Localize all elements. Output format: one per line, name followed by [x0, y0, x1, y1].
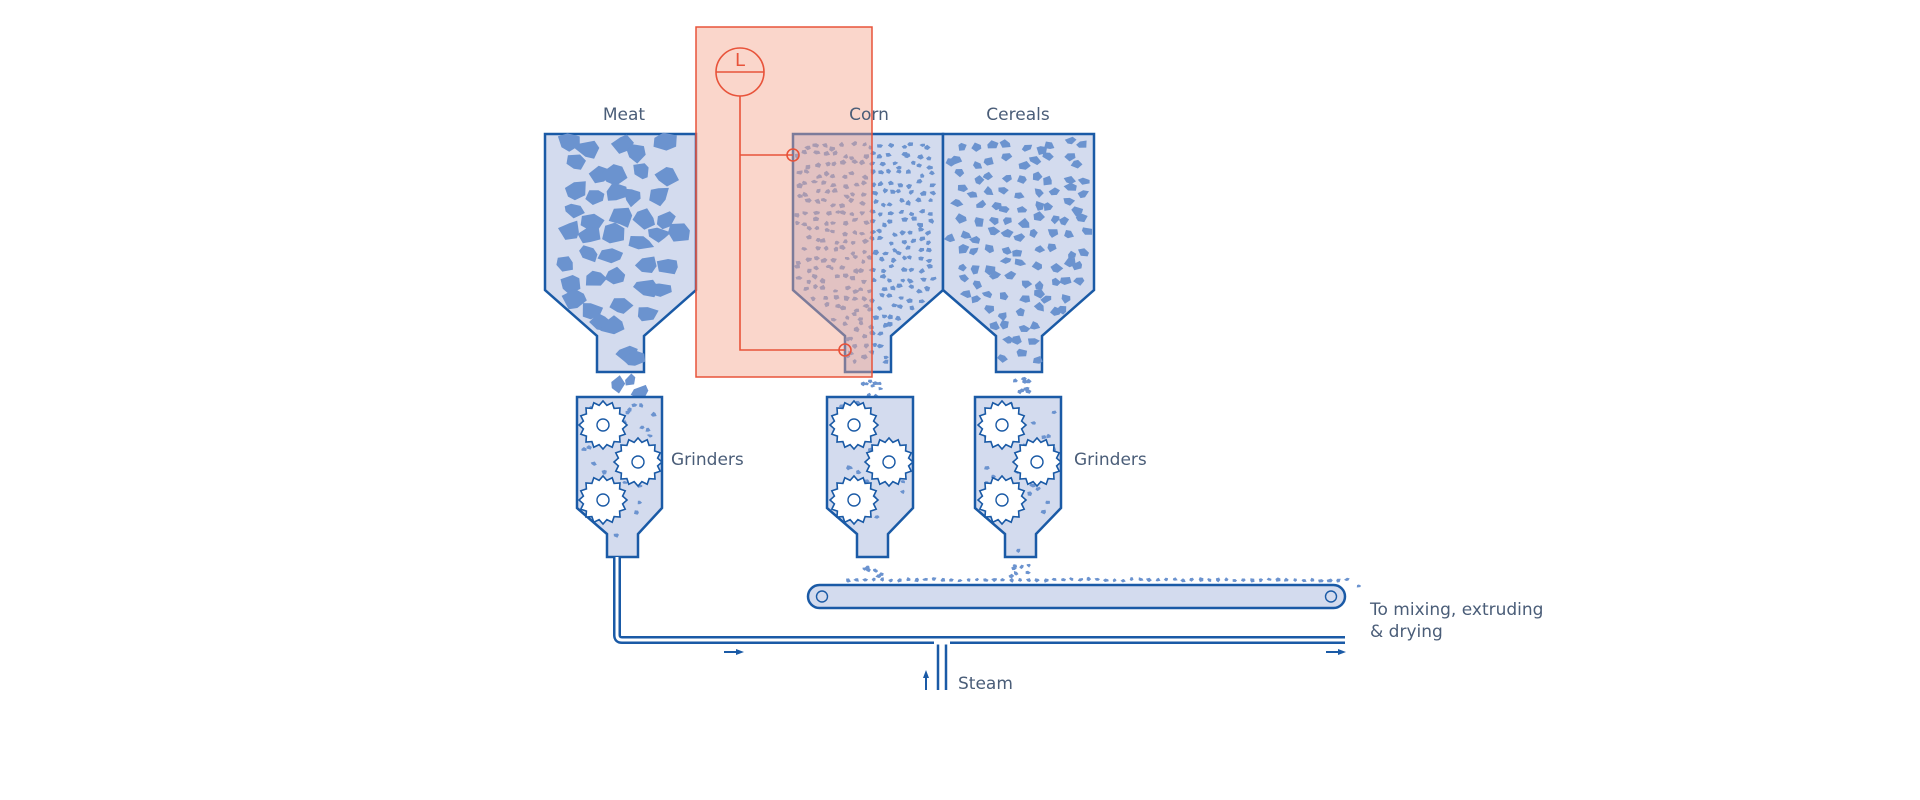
cereals-bin: [941, 132, 1096, 374]
label-meat: Meat: [603, 105, 646, 125]
meat-bin: [543, 132, 698, 374]
flow-arrow-icon: [1326, 649, 1346, 655]
steam-pipe: [934, 641, 950, 690]
gear-icon: [976, 399, 1028, 451]
label-cereals: Cereals: [986, 105, 1050, 125]
grinder-meat: [575, 395, 664, 559]
belt-grains: [846, 563, 1362, 588]
label-grinders-right: Grinders: [1074, 450, 1147, 470]
meat-chunks: [556, 132, 690, 366]
gear-icon: [976, 474, 1028, 526]
gear-icon: [863, 436, 915, 488]
label-output-line1: To mixing, extruding: [1369, 600, 1543, 620]
cereal-grains: [943, 136, 1093, 364]
meat-pipe: [613, 557, 1345, 644]
level-sensor-letter: L: [735, 50, 745, 71]
conveyor-belt: [806, 563, 1362, 610]
corn-grains: [793, 141, 937, 364]
gear-icon: [577, 474, 629, 526]
grinder-cereals: [973, 395, 1063, 559]
gear-icon: [828, 474, 880, 526]
label-corn: Corn: [849, 105, 889, 125]
flow-arrow-icon: [923, 670, 929, 690]
gear-icon: [577, 399, 629, 451]
grinder-corn: [825, 395, 915, 559]
falling-material: [611, 373, 1032, 415]
corn-bin: [791, 132, 945, 374]
label-grinders-left: Grinders: [671, 450, 744, 470]
gear-icon: [1011, 436, 1063, 488]
level-sensor-overlay: L: [695, 26, 873, 378]
gear-icon: [828, 399, 880, 451]
label-steam: Steam: [958, 674, 1013, 694]
label-output-line2: & drying: [1370, 622, 1443, 642]
gear-icon: [612, 436, 664, 488]
flow-arrow-icon: [724, 649, 744, 655]
